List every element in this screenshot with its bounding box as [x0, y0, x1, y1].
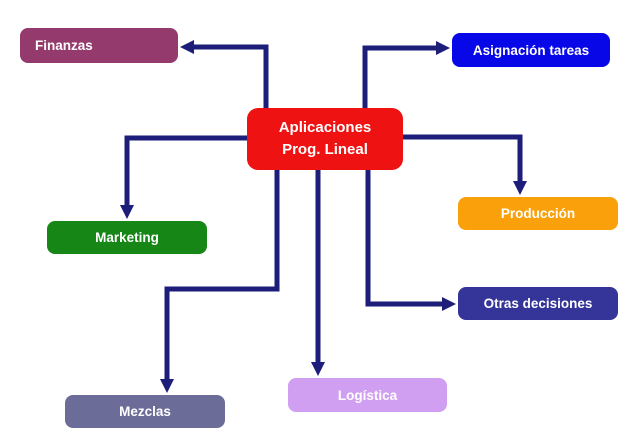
node-produccion-label: Producción — [500, 206, 576, 221]
node-aplicaciones-prog-lineal: Aplicaciones Prog. Lineal — [247, 108, 403, 170]
arrow-center-to-mezclas — [160, 166, 280, 393]
arrow-center-to-produccion — [400, 134, 527, 195]
node-asignacion-tareas: Asignación tareas — [452, 33, 610, 67]
arrow-center-to-otras-decisiones — [365, 166, 456, 311]
arrow-center-to-finanzas — [180, 40, 269, 112]
node-otras-decisiones-label: Otras decisiones — [483, 296, 593, 311]
node-mezclas-label: Mezclas — [119, 404, 171, 419]
node-asignacion-tareas-label: Asignación tareas — [472, 42, 590, 58]
node-finanzas-label: Finanzas — [35, 38, 93, 53]
node-center-label-line2: Prog. Lineal — [282, 141, 368, 158]
node-marketing-label: Marketing — [95, 230, 159, 245]
arrow-center-to-asignacion-tareas — [362, 41, 450, 112]
arrow-center-to-marketing — [120, 135, 250, 219]
node-produccion: Producción — [458, 197, 618, 230]
node-logistica-label: Logística — [337, 387, 398, 403]
node-finanzas: Finanzas — [20, 28, 178, 63]
node-marketing: Marketing — [47, 221, 207, 254]
node-center-label-line1: Aplicaciones — [278, 119, 372, 137]
node-mezclas: Mezclas — [65, 395, 225, 428]
node-logistica: Logística — [288, 378, 447, 412]
node-otras-decisiones: Otras decisiones — [458, 287, 618, 320]
